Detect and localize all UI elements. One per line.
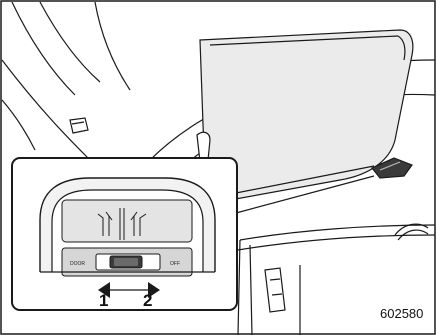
lamp-lens [62,200,192,242]
callout-1: 1 [99,291,108,310]
switch-label-right: OFF [170,261,180,267]
switch-label-left: DOOR [70,261,85,267]
callout-2: 2 [143,291,152,310]
inset-closeup: DOOR OFF 1 2 [12,158,237,310]
figure-id: 602580 [380,306,423,321]
